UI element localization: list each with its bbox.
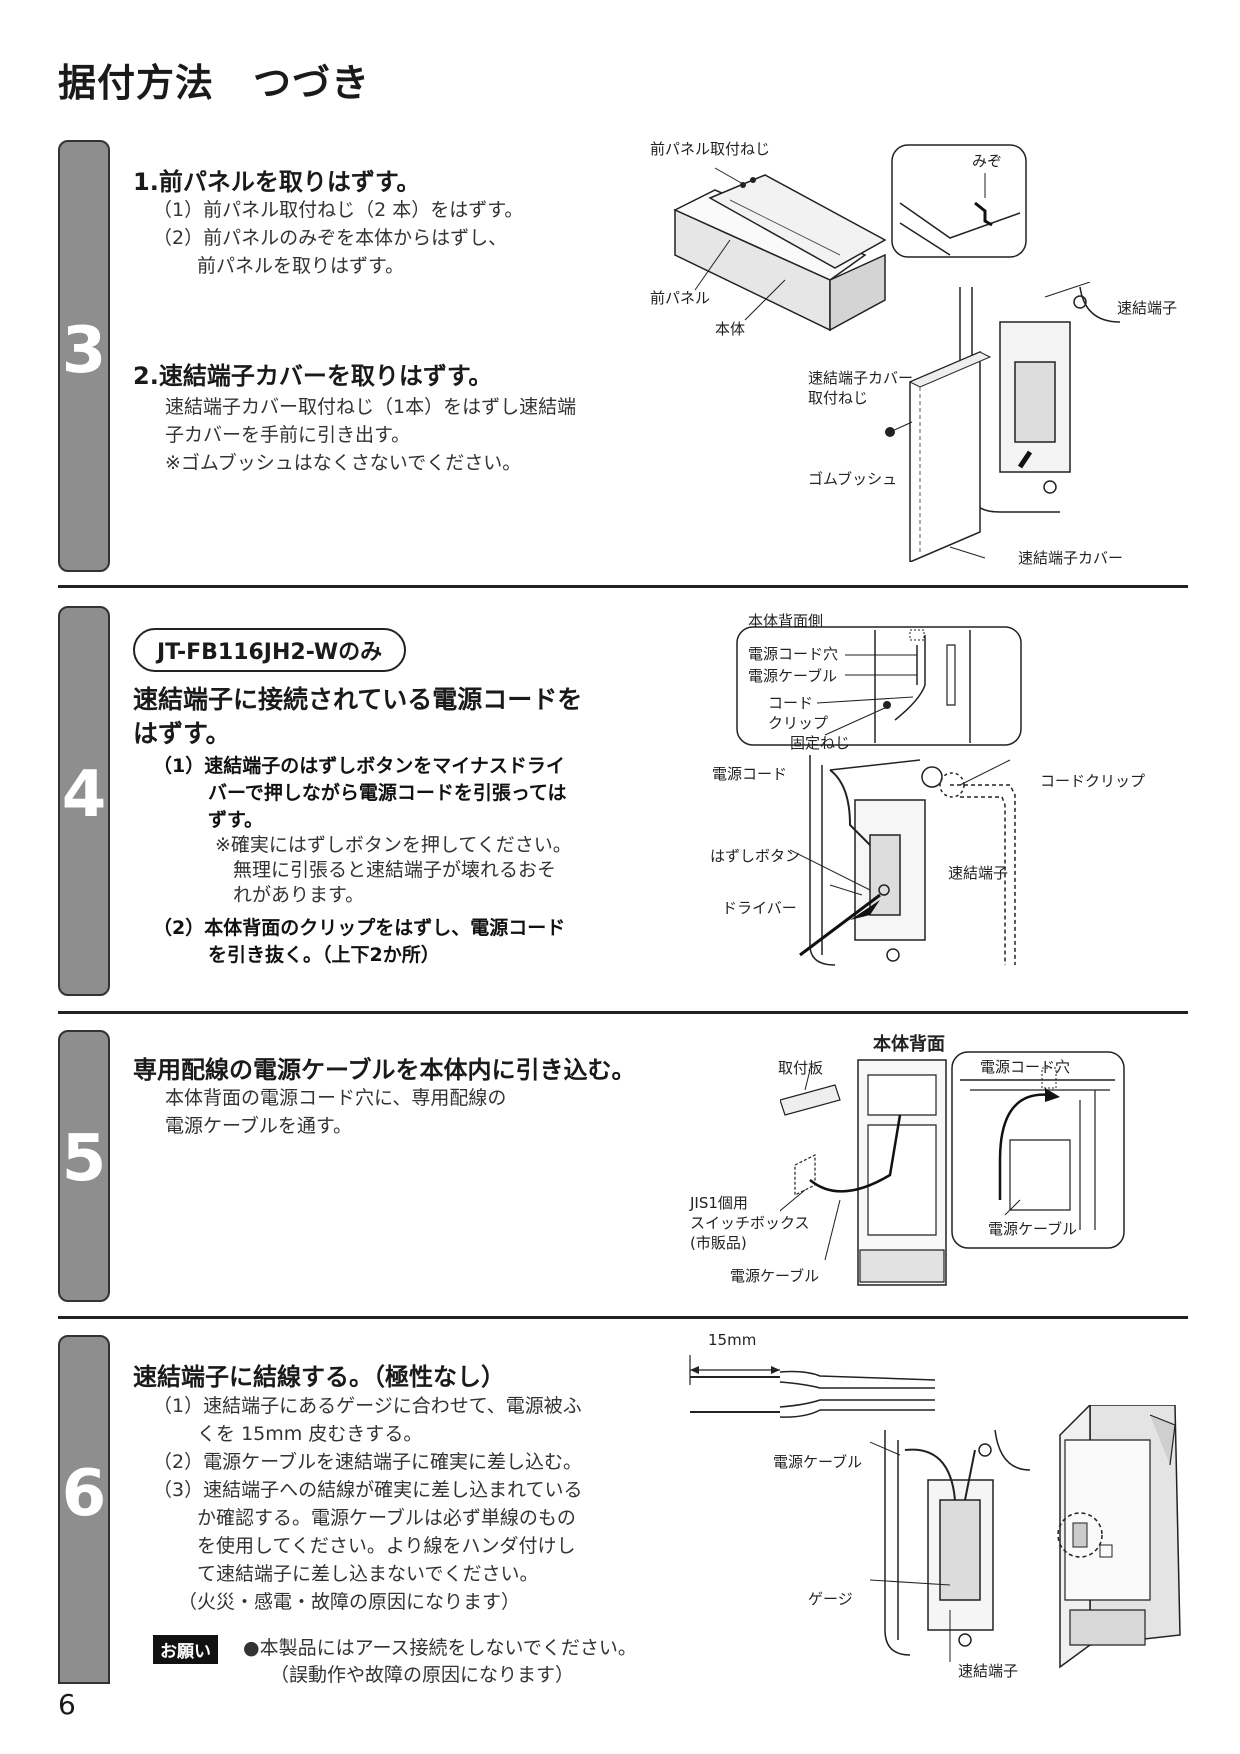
terminal-cover-illustration: [885, 282, 1140, 562]
rear-detail-callout: [735, 625, 1025, 750]
section-divider: [58, 1316, 1188, 1319]
step6-heading: 速結端子に結線する。（極性なし）: [133, 1363, 505, 1391]
step3-line: ※ゴムブッシュはなくさないでください。: [165, 452, 522, 474]
label-rear-side: 本体背面側: [748, 612, 824, 630]
request-line: （誤動作や故障の原因になります）: [270, 1664, 575, 1686]
page-number: 6: [58, 1688, 76, 1721]
label-cover-screw-2: 取付ねじ: [808, 389, 869, 407]
step-number-4: 4: [61, 758, 107, 832]
step-number-6: 6: [61, 1457, 107, 1531]
label-switch-box-3: (市販品): [690, 1234, 747, 1252]
step-number-3: 3: [61, 314, 107, 388]
request-badge: お願い: [153, 1635, 218, 1664]
step3-text-2: 速結端子カバー取付ねじ（1本）をはずし速結端 子カバーを手前に引き出す。 ※ゴム…: [165, 393, 576, 477]
step5-line: 電源ケーブルを通す。: [165, 1115, 352, 1137]
label-cord-clip: コードクリップ: [1040, 772, 1146, 790]
step4-heading-2: はずす。: [133, 719, 231, 748]
step3-item: 前パネルを取りはずす。: [153, 255, 405, 277]
label-clip: クリップ: [768, 714, 829, 732]
step3-line: 速結端子カバー取付ねじ（1本）をはずし速結端: [165, 396, 577, 418]
label-switch-box-2: スイッチボックス: [690, 1214, 810, 1232]
label-quick-terminal-3: 速結端子: [1117, 299, 1178, 317]
step6-item: か確認する。電源ケーブルは必ず単線のもの: [153, 1507, 576, 1529]
label-cord-hole-5: 電源コード穴: [980, 1058, 1071, 1076]
step-tab-6: 6: [58, 1335, 110, 1684]
step6-item: くを 15mm 皮むきする。: [153, 1423, 423, 1445]
step6-item: （3）速結端子への結線が確実に差し込まれている: [153, 1479, 583, 1501]
step6-item: を使用してください。より線をハンダ付けし: [153, 1535, 576, 1557]
label-power-cable-5a: 電源ケーブル: [730, 1267, 820, 1285]
request-line: ●本製品にはアース接続をしないでください。: [243, 1637, 637, 1659]
cord-hole-detail-callout: [950, 1050, 1128, 1250]
label-cord-hole-4: 電源コード穴: [748, 645, 839, 663]
label-quick-terminal-6: 速結端子: [958, 1662, 1019, 1680]
label-rear: 本体背面: [873, 1034, 945, 1055]
step-number-5: 5: [61, 1122, 107, 1196]
groove-detail-illustration: [890, 143, 1030, 263]
step4-note: 無理に引張ると速結端子が壊れるおそ: [233, 859, 557, 881]
cord-removal-illustration: [790, 755, 1150, 970]
model-badge: JT-FB116JH2-Wのみ: [133, 628, 407, 672]
label-front-panel-screw: 前パネル取付ねじ: [650, 140, 771, 158]
page-title: 据付方法 つづき: [58, 61, 371, 105]
step6-list: （1）速結端子にあるゲージに合わせて、電源被ふ くを 15mm 皮むきする。 （…: [153, 1392, 583, 1616]
label-power-cable-4: 電源ケーブル: [748, 667, 838, 685]
label-mounting-plate: 取付板: [778, 1059, 824, 1077]
step-tab-5: 5: [58, 1030, 110, 1302]
label-rubber-bushing: ゴムブッシュ: [808, 470, 898, 488]
terminal-wiring-illustration: [870, 1430, 1035, 1668]
unit-rear-illustration: [780, 1055, 960, 1295]
label-cover-screw-1: 速結端子カバー: [808, 369, 914, 387]
label-strip-length: 15mm: [708, 1331, 757, 1349]
label-main-body: 本体: [715, 320, 746, 338]
step4-item: ずす。: [208, 809, 264, 831]
step4-heading-1: 速結端子に接続されている電源コードを: [133, 685, 583, 714]
label-power-cable-5b: 電源ケーブル: [988, 1220, 1078, 1238]
step3-heading-2: 2.速結端子カバーを取りはずす。: [133, 362, 493, 390]
step4-item: （1）速結端子のはずしボタンをマイナスドライ: [153, 755, 565, 777]
step6-item: （2）電源ケーブルを速結端子に確実に差し込む。: [153, 1451, 582, 1473]
step3-item: （1）前パネル取付ねじ（2 本）をはずす。: [153, 199, 524, 221]
label-fixing-screw: 固定ねじ: [790, 734, 851, 752]
step6-item: （火災・感電・故障の原因になります）: [153, 1591, 521, 1613]
step-tab-3: 3: [58, 140, 110, 572]
unit-overview-illustration: [1040, 1405, 1185, 1670]
label-power-cable-6: 電源ケーブル: [773, 1453, 863, 1471]
label-quick-terminal-4: 速結端子: [948, 864, 1009, 882]
step3-line: 子カバーを手前に引き出す。: [165, 424, 411, 446]
label-switch-box-1: JIS1個用: [690, 1194, 748, 1212]
step4-note: ※確実にはずしボタンを押してください。: [215, 834, 572, 856]
step6-item: （1）速結端子にあるゲージに合わせて、電源被ふ: [153, 1395, 582, 1417]
front-panel-illustration: [655, 160, 895, 350]
step5-line: 本体背面の電源コード穴に、専用配線の: [165, 1087, 507, 1109]
step3-heading-1: 1.前パネルを取りはずす。: [133, 168, 421, 196]
step3-item: （2）前パネルのみぞを本体からはずし、: [153, 227, 508, 249]
step4-note: れがあります。: [233, 884, 365, 906]
step4-item: バーで押しながら電源コードを引張っては: [208, 782, 567, 804]
step5-text: 本体背面の電源コード穴に、専用配線の 電源ケーブルを通す。: [165, 1084, 506, 1140]
label-driver: ドライバー: [722, 899, 797, 917]
label-cord: コード: [768, 694, 814, 712]
label-terminal-cover: 速結端子カバー: [1018, 549, 1124, 567]
step3-list-1: （1）前パネル取付ねじ（2 本）をはずす。 （2）前パネルのみぞを本体からはずし…: [153, 196, 523, 280]
label-front-panel: 前パネル: [650, 289, 711, 307]
section-divider: [58, 1011, 1188, 1014]
step5-heading: 専用配線の電源ケーブルを本体内に引き込む。: [133, 1056, 636, 1084]
step4-item: を引き抜く。（上下2か所）: [208, 944, 440, 966]
wire-strip-illustration: [685, 1350, 945, 1435]
step-tab-4: 4: [58, 606, 110, 996]
step6-item: て速結端子に差し込まないでください。: [153, 1563, 539, 1585]
label-groove: みぞ: [972, 152, 1003, 170]
label-gauge: ゲージ: [808, 1590, 853, 1608]
label-release-button: はずしボタン: [710, 847, 801, 865]
section-divider: [58, 585, 1188, 588]
step4-item: （2）本体背面のクリップをはずし、電源コード: [153, 917, 566, 939]
label-power-cord: 電源コード: [712, 765, 788, 783]
